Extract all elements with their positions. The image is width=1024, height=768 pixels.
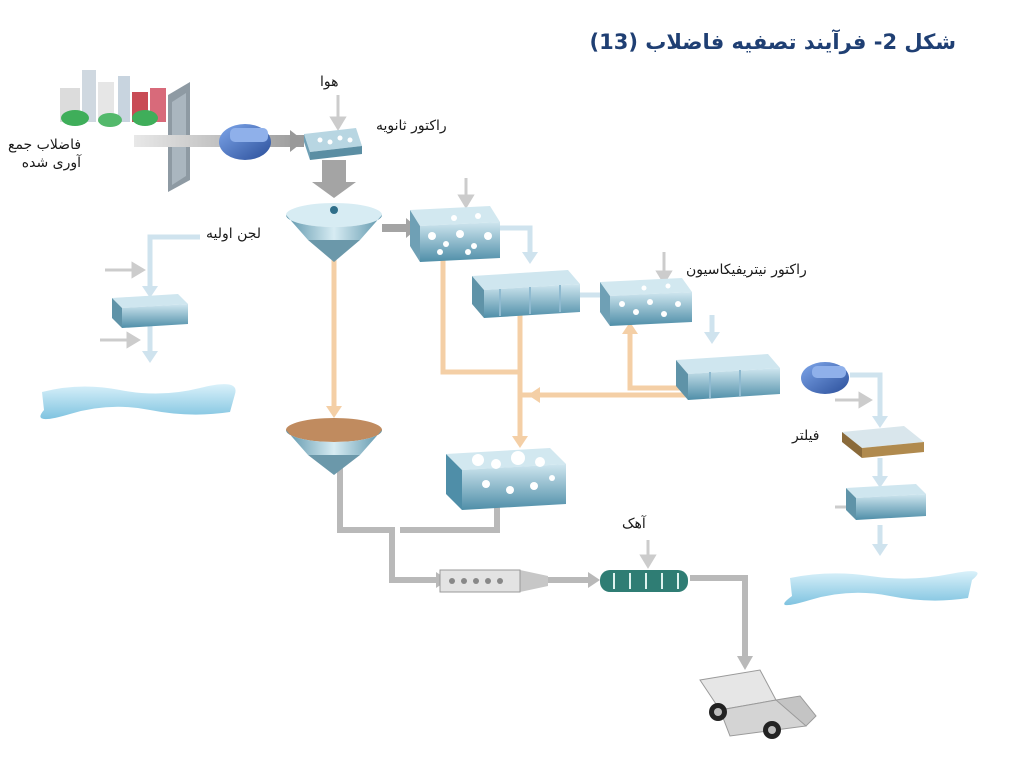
water-arrowheads xyxy=(142,252,888,556)
label-filter: فیلتر xyxy=(792,428,820,444)
secondary-reactor-tank xyxy=(304,128,362,160)
water-flow-lines xyxy=(147,137,883,548)
secondary-clarifier-tank xyxy=(472,270,580,318)
dump-truck-icon xyxy=(699,669,817,739)
receiving-water-left xyxy=(40,384,236,420)
effluent-pump-icon xyxy=(801,362,849,394)
sludge-flow-lines xyxy=(331,240,690,440)
dewatering-press xyxy=(439,569,548,593)
receiving-water-right xyxy=(784,571,978,606)
label-collected-wastewater-line2: آوری شده xyxy=(21,155,82,171)
label-collected-wastewater: فاضلاب جمع آوری شده xyxy=(8,136,81,172)
lime-stabilization-drum xyxy=(600,570,688,592)
sludge-digester xyxy=(446,448,566,510)
label-air: هوا xyxy=(320,74,339,90)
primary-clarifier xyxy=(286,203,382,262)
left-polishing-tank xyxy=(112,294,188,328)
influent-pump-icon xyxy=(219,124,271,160)
air-input-arrows xyxy=(100,95,873,569)
label-primary-sludge: لجن اولیه xyxy=(206,226,262,242)
inflow-pipe xyxy=(134,135,304,147)
sludge-thickener xyxy=(286,418,382,475)
final-clarifier-tank xyxy=(676,354,780,400)
nitrification-reactor-tank xyxy=(600,278,692,326)
label-lime: آهک xyxy=(622,516,646,532)
aeration-tank-1 xyxy=(410,206,500,262)
down-arrow-to-clarifier xyxy=(312,160,356,198)
city-skyline-icon xyxy=(60,70,166,127)
arrow-to-aeration xyxy=(382,218,418,238)
right-polishing-tank xyxy=(846,484,926,520)
sand-filter xyxy=(842,426,924,458)
inflow-arrowhead xyxy=(290,130,304,152)
figure-title: شکل 2- فرآیند تصفیه فاضلاب (13) xyxy=(589,30,956,54)
label-secondary-reactor: راکتور ثانویه xyxy=(376,118,447,134)
sludge-flow-arrowheads xyxy=(326,242,638,448)
label-nitrification-reactor: راکتور نیتریفیکاسیون xyxy=(686,262,807,278)
label-collected-wastewater-line1: فاضلاب جمع xyxy=(8,137,82,153)
